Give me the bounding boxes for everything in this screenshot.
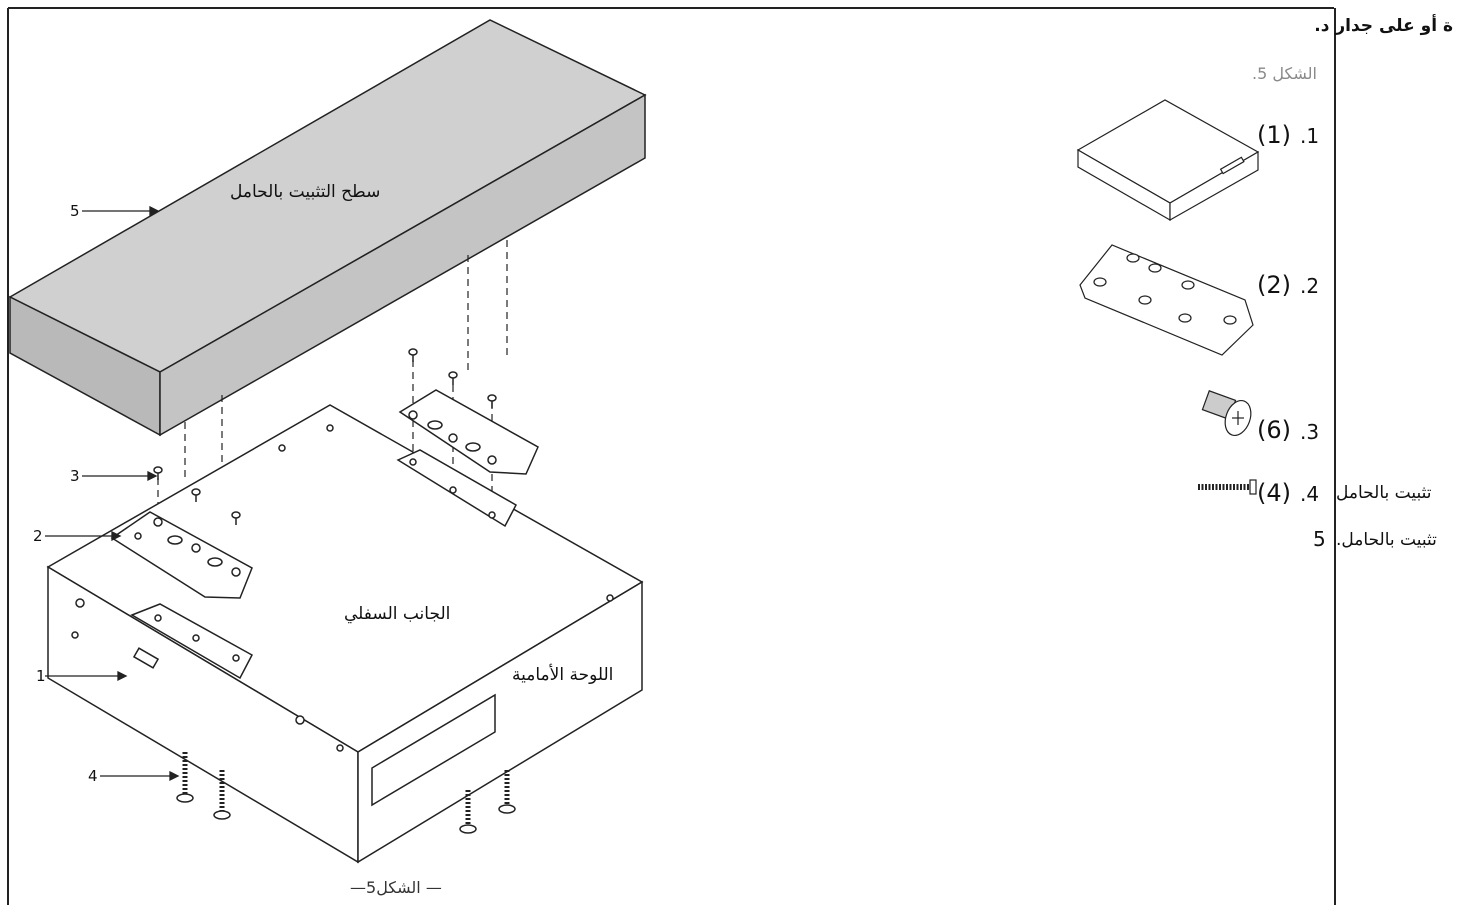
callout-leaders [45,205,180,782]
bracket-left [110,511,254,680]
part2-bracket-thumbnail [1079,244,1254,356]
label-mount-surface: سطح التثبيت بالحامل [230,182,381,202]
callout-3: 3 [70,467,80,485]
callout-5: 5 [70,202,80,220]
callout-4: 4 [88,767,98,785]
part-2-index: .2 [1300,274,1320,298]
screw-small [191,488,201,502]
screw-long [498,770,516,814]
callout-1: 1 [36,667,46,685]
mounting-surface-block [8,19,647,437]
part3-screw-thumbnail [1201,390,1252,437]
part-4-label: (4) [1257,479,1291,507]
screw-small [448,371,458,385]
long-screws [176,752,516,834]
screw-long [213,770,231,820]
label-bottom-side: الجانب السفلي [344,604,451,624]
screw-small [408,348,418,362]
screw-small [153,466,163,480]
part-4-description: تثبيت بالحامل [1336,483,1432,503]
part-1-index: .1 [1300,124,1320,148]
part-4-index: .4 [1300,482,1320,506]
screw-small [487,394,497,408]
screw-small [231,511,241,525]
part4-long-screw-thumbnail [1198,479,1257,495]
small-screws [153,348,497,525]
device-body [46,404,644,864]
part-3-index: .3 [1300,420,1320,444]
figure-reference: الشكل 5. [1252,64,1317,83]
bracket-right [396,389,539,528]
part-3-label: (6) [1257,416,1291,444]
part-5-index: 5 [1313,527,1326,551]
part-2-label: (2) [1257,271,1291,299]
screw-long [176,752,194,803]
part-1-label: (1) [1257,121,1291,149]
figure-caption: —5الشكل — [350,878,442,897]
callout-2: 2 [33,527,43,545]
part-5-description: تثبيت بالحامل. [1336,530,1437,550]
page-heading: ة أو على جدار د. [1314,16,1453,36]
label-front-panel: اللوحة الأمامية [512,665,614,685]
part1-device-thumbnail [1076,99,1260,222]
screw-long [459,790,477,834]
